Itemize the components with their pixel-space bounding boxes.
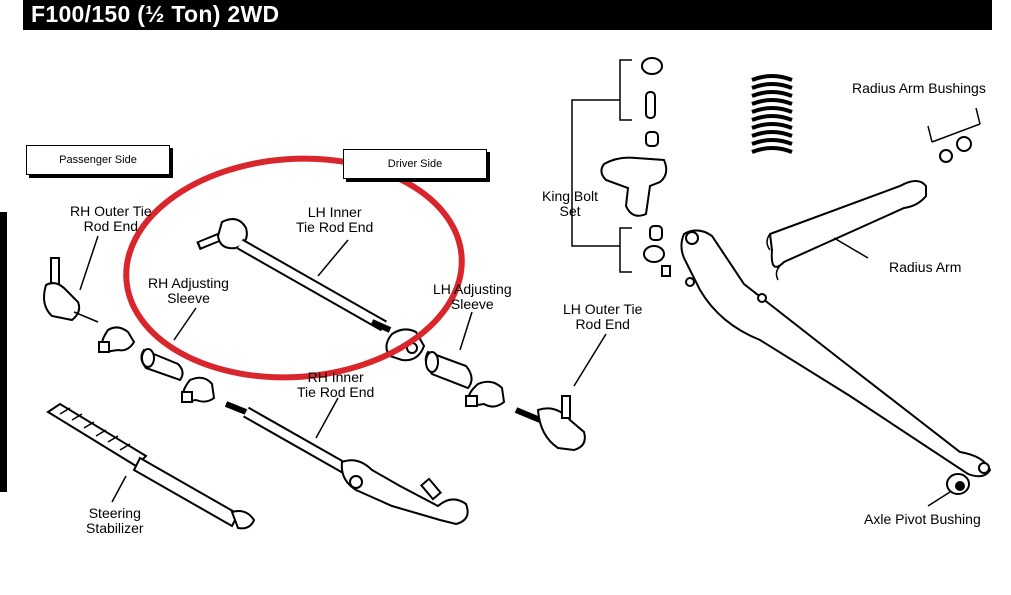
lh-inner-tie-rod-end-label: LH Inner Tie Rod End	[296, 204, 374, 235]
king-bolt-set-part	[571, 57, 671, 277]
coil-spring-part	[751, 74, 793, 154]
rh-outer-tie-rod-end-part	[43, 257, 99, 323]
king-bolt-set-label: King Bolt Set	[542, 188, 599, 219]
rh-clamp-part	[98, 326, 136, 354]
radius-arm-bushings-label: Radius Arm Bushings	[852, 80, 986, 96]
radius-arm-part	[766, 180, 927, 281]
rh-clamp-2-part	[181, 376, 216, 404]
rh-inner-tie-rod-end-label: RH Inner Tie Rod End	[297, 369, 375, 400]
axle-pivot-bushing-part	[946, 473, 970, 495]
lh-clamp-2-part	[465, 380, 506, 408]
driver-side-label: Driver Side	[387, 158, 443, 170]
driver-side-box: Driver Side	[343, 149, 487, 179]
page-title: F100/150 (½ Ton) 2WD	[31, 1, 280, 27]
leader-arrows	[79, 235, 951, 507]
highlight-circle	[123, 155, 465, 381]
lh-outer-tie-rod-end-part	[514, 395, 586, 452]
passenger-side-label: Passenger Side	[59, 154, 137, 166]
axle-pivot-bushing-label: Axle Pivot Bushing	[864, 511, 981, 527]
rh-adjusting-sleeve-label: RH Adjusting Sleeve	[148, 275, 229, 306]
axle-part	[680, 229, 992, 478]
rh-outer-tie-rod-end-label: RH Outer Tie Rod End	[70, 203, 152, 234]
radius-arm-bushings-part	[927, 107, 981, 163]
radius-arm-label: Radius Arm	[889, 259, 962, 275]
lh-adjusting-sleeve-part	[424, 350, 473, 390]
steering-stabilizer-part	[46, 402, 256, 530]
header-bar: F100/150 (½ Ton) 2WD	[23, 0, 992, 30]
page-edge-marker	[0, 212, 7, 492]
lh-adjusting-sleeve-label: LH Adjusting Sleeve	[433, 281, 512, 312]
passenger-side-box: Passenger Side	[26, 145, 170, 175]
rh-adjusting-sleeve-part	[140, 348, 184, 382]
rh-inner-tie-rod-end-part	[224, 401, 469, 526]
lh-outer-tie-rod-end-label: LH Outer Tie Rod End	[563, 301, 643, 332]
lh-inner-tie-rod-end-part	[196, 218, 392, 333]
steering-stabilizer-label: Steering Stabilizer	[86, 505, 144, 536]
